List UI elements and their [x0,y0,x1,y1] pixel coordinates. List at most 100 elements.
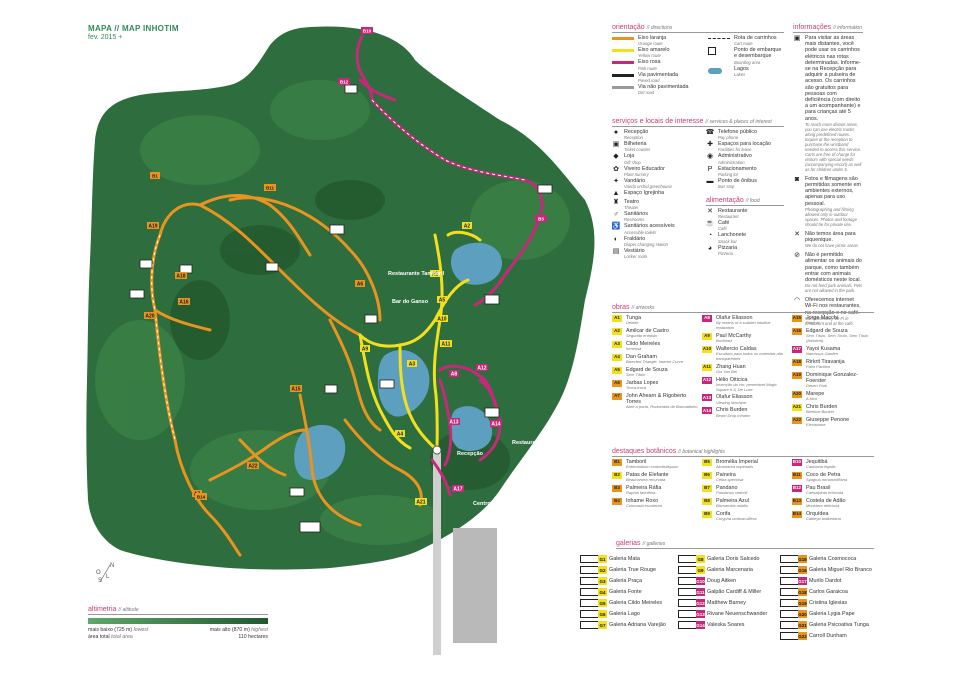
botanic-code: B12 [791,485,802,492]
gallery-building-icon: G20 [779,610,807,618]
artwork-code: A20 [791,391,802,398]
artwork-markers[interactable]: A1 A2 A3 A4 A5 A6 A7 A8 A9 A10 A11 A12 A… [144,222,502,506]
cart-route [151,99,526,441]
botanical-markers[interactable]: B1 B11 B12 B10 B14 B3 [150,27,547,500]
parking-lot[interactable] [453,528,497,643]
gallery-buildings[interactable] [129,84,553,533]
reception-point[interactable] [432,445,442,455]
yellow-route[interactable] [358,230,482,452]
service-item[interactable]: ▲Espaço Igrejinha [612,190,700,198]
food-label-en: Café [718,226,727,232]
gallery-building-icon: G7 [580,621,607,629]
